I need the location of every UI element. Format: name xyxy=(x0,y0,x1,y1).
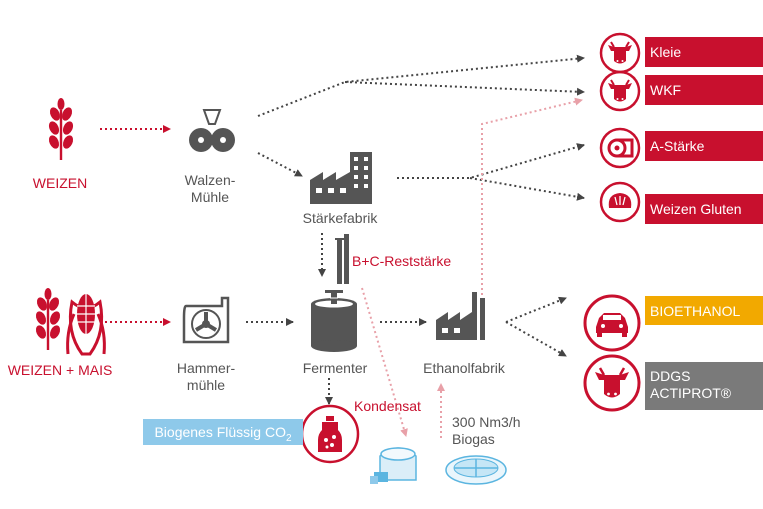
fermenter-tank-icon xyxy=(311,290,357,352)
car-icon xyxy=(583,294,641,352)
arrow-walzen-to-wkf xyxy=(344,81,585,96)
corn-icon xyxy=(66,294,106,356)
hammer-mill-icon xyxy=(182,296,230,344)
co2-bottle-icon xyxy=(300,404,360,464)
arrow-ethanol-to-ddgs xyxy=(505,321,567,357)
process-label-fermenter: Fermenter xyxy=(302,360,368,376)
biogas-plant-icon xyxy=(370,447,507,485)
roller-mill-icon xyxy=(189,109,235,152)
co2-output-box: Biogenes Flüssig CO2 xyxy=(143,419,303,445)
cow-icon xyxy=(599,70,641,112)
output-box-bioethanol: BIOETHANOL xyxy=(645,296,763,325)
arrow-staerke-to-gluten xyxy=(469,177,585,201)
arrow-staerke-to-astaerke xyxy=(397,143,585,179)
output-box-a-staerke: A-Stärke xyxy=(645,131,763,161)
arrow-kondensat-pink xyxy=(361,287,408,437)
cow-icon xyxy=(583,354,641,412)
co2-subscript: 2 xyxy=(285,432,292,444)
co2-label: Biogenes Flüssig CO xyxy=(154,424,286,440)
process-label-ethanolfabrik: Ethanolfabrik xyxy=(423,360,505,376)
arrow-walzen-to-staerkefabrik xyxy=(257,152,303,177)
output-box-kleie: Kleie xyxy=(645,37,763,67)
output-box-weizen-gluten: Weizen Gluten xyxy=(645,194,763,224)
silo-icon xyxy=(335,234,349,284)
cow-icon xyxy=(599,32,641,74)
output-box-wkf: WKF xyxy=(645,75,763,105)
arrow-ethanol-to-wkf-pink xyxy=(481,97,583,295)
factory-icon xyxy=(310,152,372,204)
process-label-hammer-muehle: Hammer- mühle xyxy=(176,360,236,393)
process-label-walzen-muehle: Walzen- Mühle xyxy=(184,172,236,205)
wheat-icon xyxy=(48,98,74,160)
process-label-staerkefabrik: Stärkefabrik xyxy=(302,210,378,226)
paper-roll-icon xyxy=(599,127,641,169)
bread-icon xyxy=(599,181,641,223)
stream-label-bc-reststaerke: B+C-Reststärke xyxy=(352,253,452,269)
input-label-weizen-mais: WEIZEN + MAIS xyxy=(7,362,113,378)
wheat-icon xyxy=(35,288,61,350)
stream-label-biogas: 300 Nm3/h Biogas xyxy=(452,414,521,447)
arrow-walzen-to-kleie xyxy=(257,54,585,117)
ethanol-plant-icon xyxy=(436,292,485,340)
input-label-weizen: WEIZEN xyxy=(32,175,88,191)
output-box-ddgs-actiprot: DDGS ACTIPROT® xyxy=(645,362,763,410)
stream-label-kondensat: Kondensat xyxy=(354,398,421,414)
arrow-ethanol-to-bioethanol xyxy=(505,296,567,323)
